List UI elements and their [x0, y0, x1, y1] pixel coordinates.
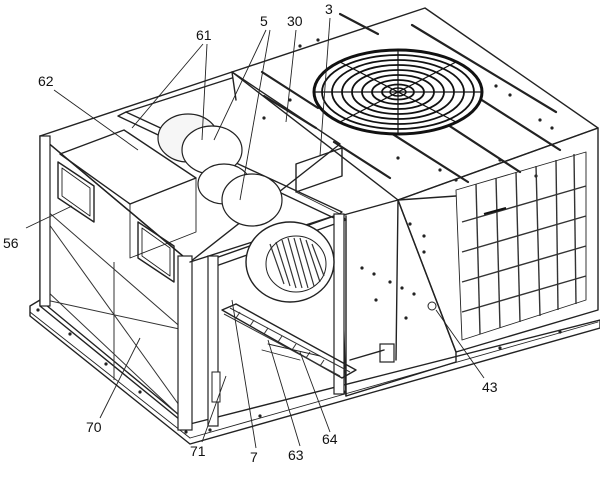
blower-assemblies	[157, 113, 335, 303]
label-62: 62	[38, 73, 54, 89]
label-61: 61	[196, 27, 212, 43]
label-64: 64	[322, 431, 338, 447]
evaporator-coil	[211, 303, 395, 403]
label-56: 56	[3, 235, 19, 251]
label-5: 5	[260, 13, 268, 29]
label-30: 30	[287, 13, 303, 29]
compressor-compartment	[339, 195, 457, 397]
label-43: 43	[482, 379, 498, 395]
reference-labels: 61 5 30 3 62 56 43 70 71 7 63 64	[3, 1, 498, 465]
label-7: 7	[250, 449, 258, 465]
label-3: 3	[325, 1, 333, 17]
label-63: 63	[288, 447, 304, 463]
label-70: 70	[86, 419, 102, 435]
fan-grille	[312, 48, 484, 136]
right-side-panel	[397, 127, 599, 353]
leader-lines	[25, 17, 485, 449]
label-71: 71	[190, 443, 206, 459]
